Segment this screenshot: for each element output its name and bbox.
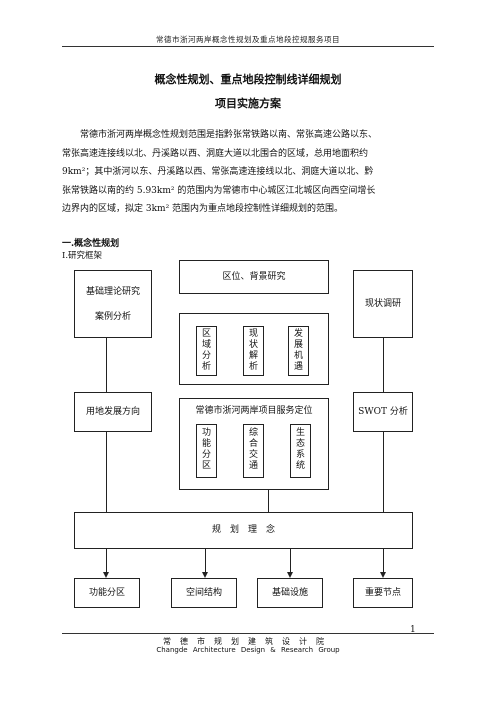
footer-institute-english: Changde Architecture Design & Research G… [156, 646, 340, 654]
box-label: 综合交通 [248, 428, 258, 471]
function-zoning-box: 功能分区 [196, 424, 217, 478]
paragraph-line: 张常铁路以南的约 5.93km² 的范围内为常德市中心城区江北城区向西空间增长 [62, 185, 376, 196]
paragraph-line: 9km²；其中浙河以东、丹溪路以西、常张高速连接线以北、洞庭大道以北、黔 [62, 167, 374, 178]
location-background-box: 区位、背景研究 [179, 260, 329, 294]
ecosystem-box: 生态系统 [290, 424, 311, 478]
box-label: 现状解析 [248, 329, 258, 372]
box-label: 生态系统 [295, 428, 305, 471]
document-subtitle: 项目实施方案 [215, 97, 281, 110]
arrow-down-icon [202, 572, 208, 578]
land-development-box: 用地发展方向 [74, 392, 152, 432]
arrow-down-icon [103, 572, 109, 578]
swot-analysis-box: SWOT 分析 [353, 392, 413, 432]
connector-line [383, 338, 384, 392]
connector-line [383, 549, 384, 572]
development-opportunity-box: 发展机遇 [288, 326, 309, 376]
planning-concept-box: 规 划 理 念 [74, 512, 413, 549]
box-label: 功能分区 [201, 428, 211, 471]
document-title: 概念性规划、重点地段控制线详细规划 [154, 73, 342, 86]
page-number: 1 [410, 625, 416, 635]
footer-institute-name: 常德市规划建筑设计院 [163, 637, 333, 646]
box-label: 案例分析 [94, 312, 131, 322]
status-analysis-box: 现状解析 [243, 326, 264, 376]
box-label: 区域分析 [201, 329, 211, 372]
output-spatial-structure-box: 空间结构 [171, 578, 237, 608]
paragraph-line: 边界内的区域，拟定 3km² 范围内为重点地段控制性详细规划的范围。 [62, 204, 344, 215]
integrated-transport-box: 综合交通 [243, 424, 264, 478]
page-header: 常德市浙河两岸概念性规划及重点地段控规服务项目 [156, 35, 340, 44]
connector-line [106, 549, 107, 572]
arrow-down-icon [287, 572, 293, 578]
arrow-down-icon [380, 572, 386, 578]
output-infrastructure-box: 基础设施 [257, 578, 323, 608]
box-label: 发展机遇 [293, 329, 303, 372]
box-label: 基础理论研究 [85, 287, 140, 297]
footer-rule [62, 633, 434, 634]
paragraph-line: 常德市浙河两岸概念性规划范围是指黔张常铁路以南、常张高速公路以东、 [80, 130, 378, 140]
group-title: 常德市浙河两岸项目服务定位 [195, 406, 313, 416]
output-key-nodes-box: 重要节点 [353, 578, 413, 608]
paragraph-line: 常张高速连接线以北、丹溪路以西、洞庭大道以北围合的区域，总用地面积约 [62, 148, 369, 159]
subsection-heading: Ⅰ.研究框架 [62, 251, 103, 261]
connector-line [290, 549, 291, 572]
connector-line [205, 549, 206, 572]
theory-research-box: 基础理论研究 案例分析 [74, 270, 152, 338]
section-heading: 一.概念性规划 [62, 239, 120, 249]
intro-paragraph: 常德市浙河两岸概念性规划范围是指黔张常铁路以南、常张高速公路以东、 常张高速连接… [62, 126, 434, 219]
header-rule [62, 46, 434, 47]
site-survey-box: 现状调研 [353, 270, 413, 338]
regional-analysis-box: 区域分析 [196, 326, 217, 376]
connector-line [268, 490, 269, 512]
output-function-zoning-box: 功能分区 [74, 578, 140, 608]
connector-line [106, 432, 107, 512]
connector-line [106, 338, 107, 392]
connector-line [383, 432, 384, 512]
